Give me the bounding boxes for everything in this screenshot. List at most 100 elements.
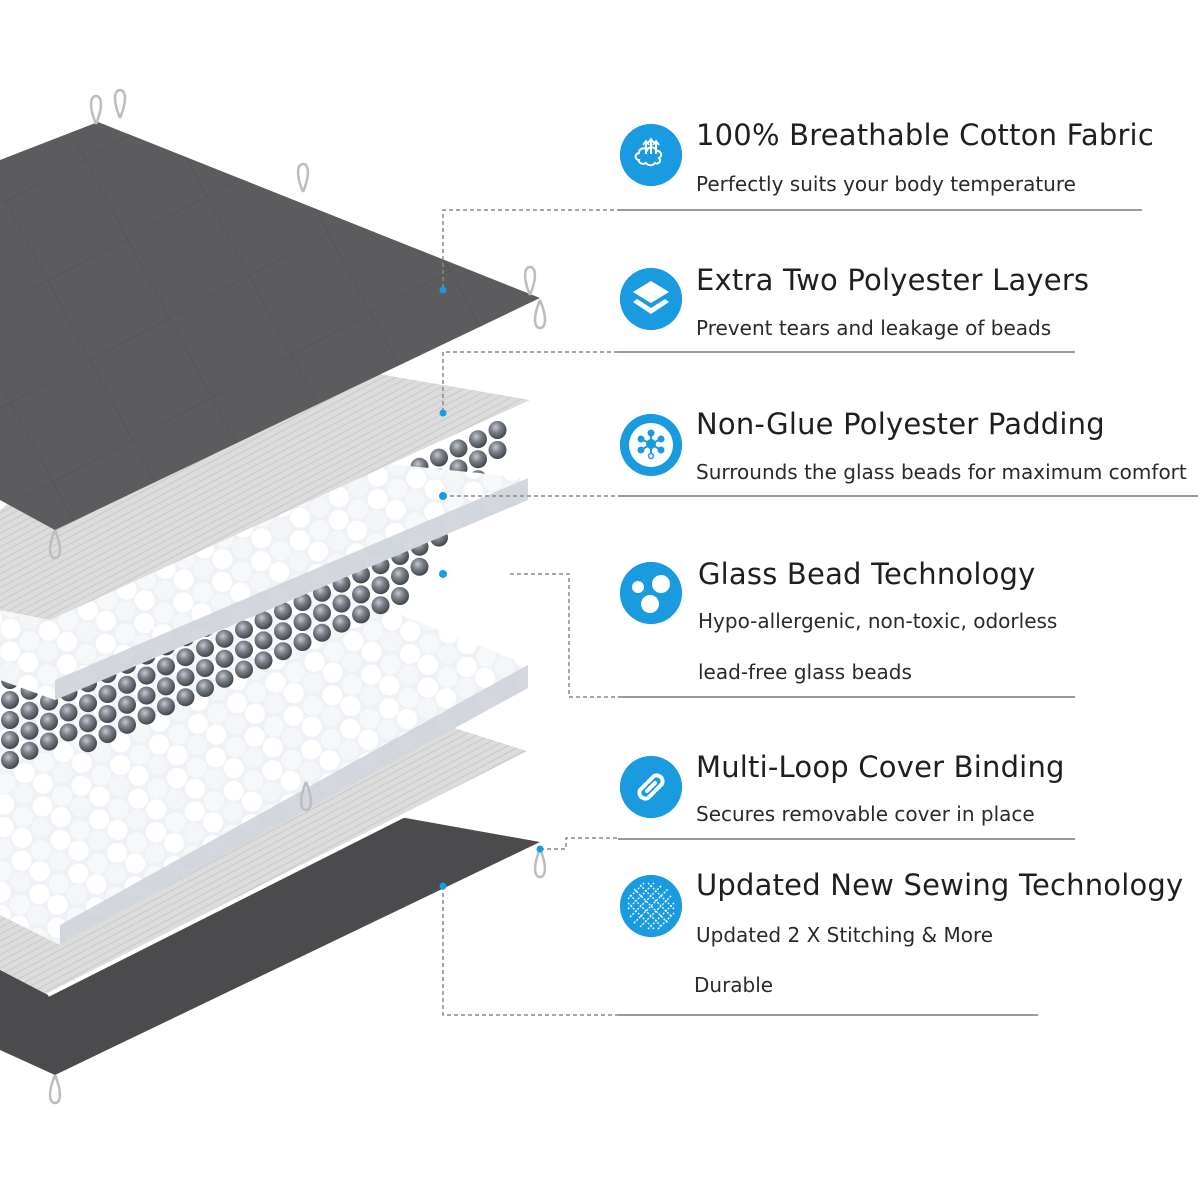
glass-bead (215, 669, 234, 688)
glass-bead (98, 685, 117, 703)
glass-bead (59, 723, 78, 742)
breathable-cloud-icon (620, 124, 682, 186)
feature-description: Hypo-allergenic, non-toxic, odorless (698, 609, 1058, 633)
glass-bead (469, 430, 487, 449)
glass-bead (98, 725, 117, 743)
glass-bead (196, 679, 214, 697)
cover-loop (533, 848, 547, 879)
glass-bead (332, 594, 351, 613)
divider (618, 838, 1075, 840)
glass-bead (371, 576, 390, 595)
divider (618, 495, 1198, 497)
glass-bead (293, 613, 312, 631)
glass-bead (20, 701, 39, 720)
glass-bead (313, 623, 331, 642)
cover-loop (48, 1074, 62, 1105)
layer-top-cotton-cover (0, 122, 540, 530)
glass-bead (176, 668, 195, 687)
glass-bead (430, 448, 448, 467)
glass-bead (118, 695, 136, 714)
chain-link-icon (620, 756, 682, 818)
feature-description: Surrounds the glass beads for maximum co… (696, 460, 1187, 484)
glass-bead (274, 602, 292, 621)
glass-bead (118, 675, 136, 694)
molecule-network-icon (620, 414, 682, 476)
glass-bead (488, 441, 507, 459)
feature-description: Updated 2 X Stitching & More (696, 923, 994, 947)
glass-bead (313, 603, 331, 622)
glass-bead (20, 721, 39, 740)
cover-loop (113, 88, 127, 119)
layer-upper-padding (0, 455, 528, 700)
glass-bead (254, 651, 273, 670)
feature-title: Extra Two Polyester Layers (696, 263, 1090, 297)
glass-bead (254, 611, 273, 630)
glass-bead (137, 706, 156, 725)
feature-title: Multi-Loop Cover Binding (696, 750, 1065, 784)
cover-loop (523, 265, 537, 296)
feature-title: Non-Glue Polyester Padding (696, 407, 1105, 441)
glass-bead (59, 703, 78, 722)
stacked-layers-icon (620, 268, 682, 330)
glass-bead (196, 639, 214, 657)
glass-bead (235, 640, 253, 659)
feature-description-line-2: Durable (694, 973, 774, 997)
cover-loop (89, 94, 103, 125)
glass-bead (137, 666, 156, 685)
glass-bead (79, 734, 97, 753)
feature-title: Updated New Sewing Technology (696, 868, 1184, 902)
glass-bead (235, 660, 253, 679)
feature-title: 100% Breathable Cotton Fabric (696, 118, 1154, 152)
glass-bead (254, 631, 273, 650)
glass-bead (449, 439, 468, 458)
divider (618, 696, 1075, 698)
feature-description-line-2: lead-free glass beads (698, 660, 912, 684)
glass-bead (371, 596, 390, 615)
cover-loops (48, 88, 547, 1105)
glass-bead (157, 677, 175, 696)
glass-bead (1, 711, 19, 729)
glass-bead (157, 657, 175, 676)
glass-bead (98, 705, 117, 723)
cover-loop (48, 529, 62, 560)
glass-bead (40, 712, 58, 731)
glass-bead (79, 714, 97, 733)
glass-bead (488, 421, 507, 439)
glass-bead (1, 691, 19, 709)
glass-bead (293, 593, 312, 611)
leader-dots (439, 286, 544, 890)
glass-bead (20, 741, 39, 760)
glass-bead (352, 585, 370, 604)
leader-lines (442, 209, 618, 1016)
glass-bead (293, 633, 312, 651)
glass-bead (391, 567, 409, 585)
feature-description: Prevent tears and leakage of beads (696, 316, 1052, 340)
glass-bead (469, 450, 487, 469)
glass-bead (118, 715, 136, 734)
glass-bead (137, 686, 156, 705)
glass-bead (352, 605, 370, 624)
glass-bead (176, 648, 195, 667)
glass-bead (215, 629, 234, 648)
glass-beads-icon (620, 562, 682, 624)
cover-loop (533, 299, 547, 330)
glass-bead (410, 557, 429, 576)
glass-bead (215, 649, 234, 668)
glass-bead (391, 587, 409, 605)
glass-bead (176, 688, 195, 707)
glass-bead (40, 732, 58, 751)
feature-description: Perfectly suits your body temperature (696, 172, 1076, 196)
feature-description: Secures removable cover in place (696, 802, 1035, 826)
glass-bead (1, 731, 19, 749)
divider (618, 351, 1075, 353)
divider (618, 1014, 1038, 1016)
glass-bead (196, 659, 214, 677)
glass-bead (274, 642, 292, 661)
glass-bead (157, 697, 175, 716)
glass-bead (332, 614, 351, 633)
cover-loop (299, 781, 313, 812)
glass-bead (274, 622, 292, 641)
glass-bead (235, 620, 253, 639)
feature-title: Glass Bead Technology (698, 557, 1036, 591)
